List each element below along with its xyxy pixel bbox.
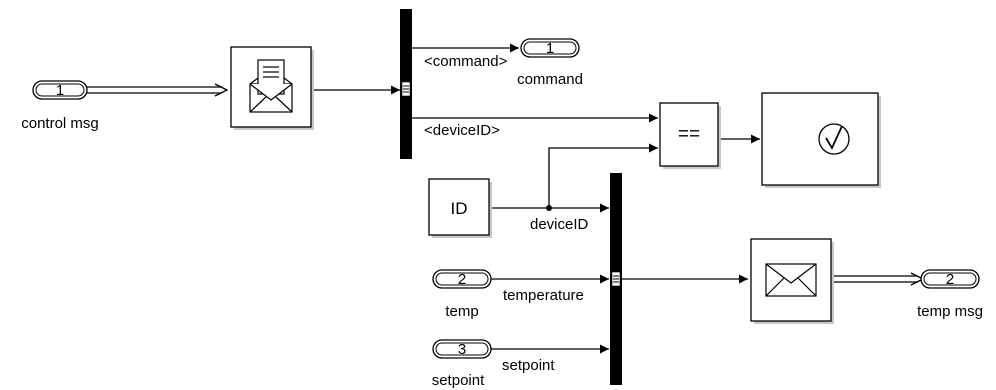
- relational-operator-symbol: ==: [678, 124, 700, 145]
- signal-line-id-branch[interactable]: [548, 143, 658, 208]
- bus-selector[interactable]: [400, 9, 412, 159]
- bus-creator-signal-setpoint: setpoint: [502, 357, 555, 374]
- outport-label-temp-msg: temp msg: [917, 303, 983, 320]
- bus-creator[interactable]: [610, 173, 622, 385]
- envelope-open-icon: [249, 59, 293, 113]
- outport-label-command: command: [517, 71, 583, 88]
- inport-temp[interactable]: 2: [432, 269, 492, 289]
- constant-block[interactable]: ID: [428, 178, 492, 238]
- bus-selector-signal-deviceid: <deviceID>: [424, 122, 500, 139]
- relational-operator-block[interactable]: ==: [659, 102, 721, 169]
- branch-point: [546, 205, 552, 211]
- outport-number: 2: [946, 271, 954, 288]
- inport-number: 3: [458, 341, 466, 358]
- envelope-icon: [765, 263, 817, 297]
- inport-label-control-msg: control msg: [21, 115, 99, 132]
- inport-number: 1: [56, 82, 64, 99]
- bus-selector-signal-command: <command>: [424, 53, 508, 70]
- outport-temp-msg[interactable]: 2: [920, 269, 980, 289]
- checkmark-circle-icon: [818, 123, 850, 155]
- constant-value: ID: [451, 199, 468, 218]
- inport-number: 2: [458, 271, 466, 288]
- bus-creator-signal-temperature: temperature: [503, 287, 584, 304]
- bus-creator-signal-deviceid: deviceID: [530, 216, 589, 233]
- outport-number: 1: [546, 40, 554, 57]
- inport-control-msg[interactable]: 1: [32, 80, 88, 100]
- receive-block[interactable]: [230, 46, 314, 130]
- inport-setpoint[interactable]: 3: [432, 339, 492, 359]
- message-line-control-msg[interactable]: [87, 83, 229, 97]
- inport-label-temp: temp: [445, 303, 478, 320]
- message-line-temp-msg[interactable]: [832, 272, 925, 286]
- inport-label-setpoint: setpoint: [432, 372, 485, 389]
- assertion-block[interactable]: [761, 92, 881, 188]
- send-block[interactable]: [750, 238, 834, 324]
- outport-command[interactable]: 1: [520, 38, 580, 58]
